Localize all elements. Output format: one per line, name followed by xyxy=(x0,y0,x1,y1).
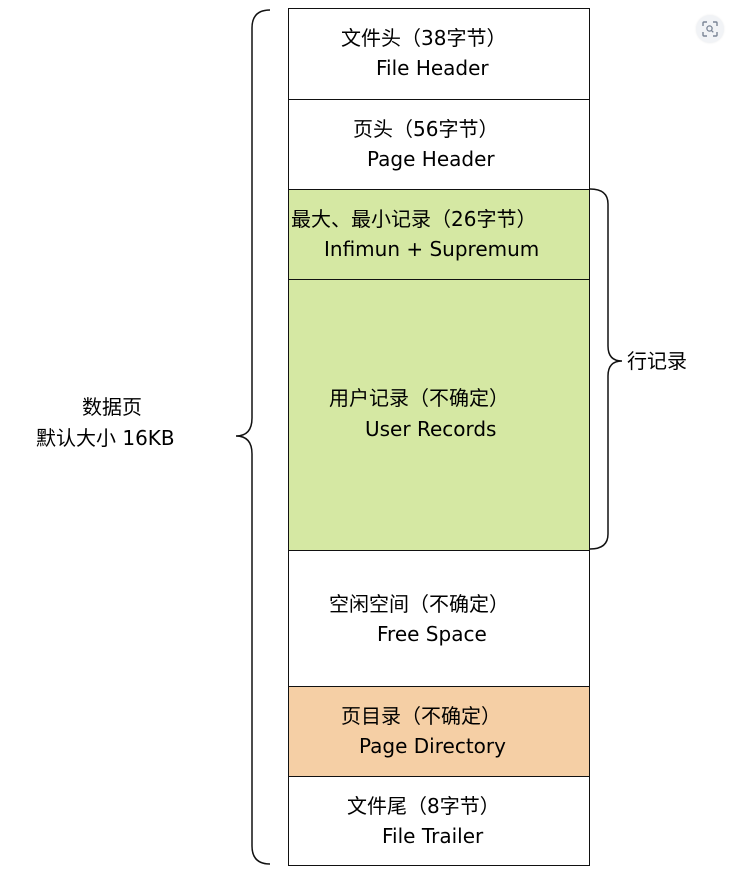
block-free-space: 空闲空间（不确定） Free Space xyxy=(289,551,589,687)
block-en-label: Free Space xyxy=(377,622,487,646)
block-page-header: 页头（56字节） Page Header xyxy=(289,100,589,190)
page-label-line1: 数据页 xyxy=(82,395,142,419)
page-structure-stack: 文件头（38字节） File Header 页头（56字节） Page Head… xyxy=(288,8,590,866)
block-zh-label: 用户记录（不确定） xyxy=(329,386,509,410)
zoom-button[interactable] xyxy=(696,15,724,43)
row-records-label: 行记录 xyxy=(627,349,687,373)
page-brace xyxy=(235,9,271,865)
block-zh-label: 文件尾（8字节） xyxy=(347,794,500,818)
scan-zoom-icon xyxy=(702,21,718,37)
block-zh-label: 文件头（38字节） xyxy=(341,26,507,50)
block-en-label: File Trailer xyxy=(382,824,484,848)
block-en-label: Page Directory xyxy=(359,734,506,758)
block-zh-label: 页头（56字节） xyxy=(353,117,499,141)
block-zh-label: 最大、最小记录（26字节） xyxy=(291,207,537,231)
block-en-label: File Header xyxy=(376,56,489,80)
block-file-trailer: 文件尾（8字节） File Trailer xyxy=(289,777,589,865)
block-en-label: User Records xyxy=(365,417,497,441)
block-file-header: 文件头（38字节） File Header xyxy=(289,9,589,100)
block-infimum-supremum: 最大、最小记录（26字节） Infimun + Supremum xyxy=(289,190,589,280)
page-label-line2: 默认大小 16KB xyxy=(36,426,175,450)
row-records-brace xyxy=(589,188,623,550)
block-zh-label: 页目录（不确定） xyxy=(341,704,501,728)
block-en-label: Page Header xyxy=(367,147,495,171)
block-page-directory: 页目录（不确定） Page Directory xyxy=(289,687,589,777)
block-user-records: 用户记录（不确定） User Records xyxy=(289,280,589,551)
block-zh-label: 空闲空间（不确定） xyxy=(329,592,509,616)
block-en-label: Infimun + Supremum xyxy=(324,237,540,261)
